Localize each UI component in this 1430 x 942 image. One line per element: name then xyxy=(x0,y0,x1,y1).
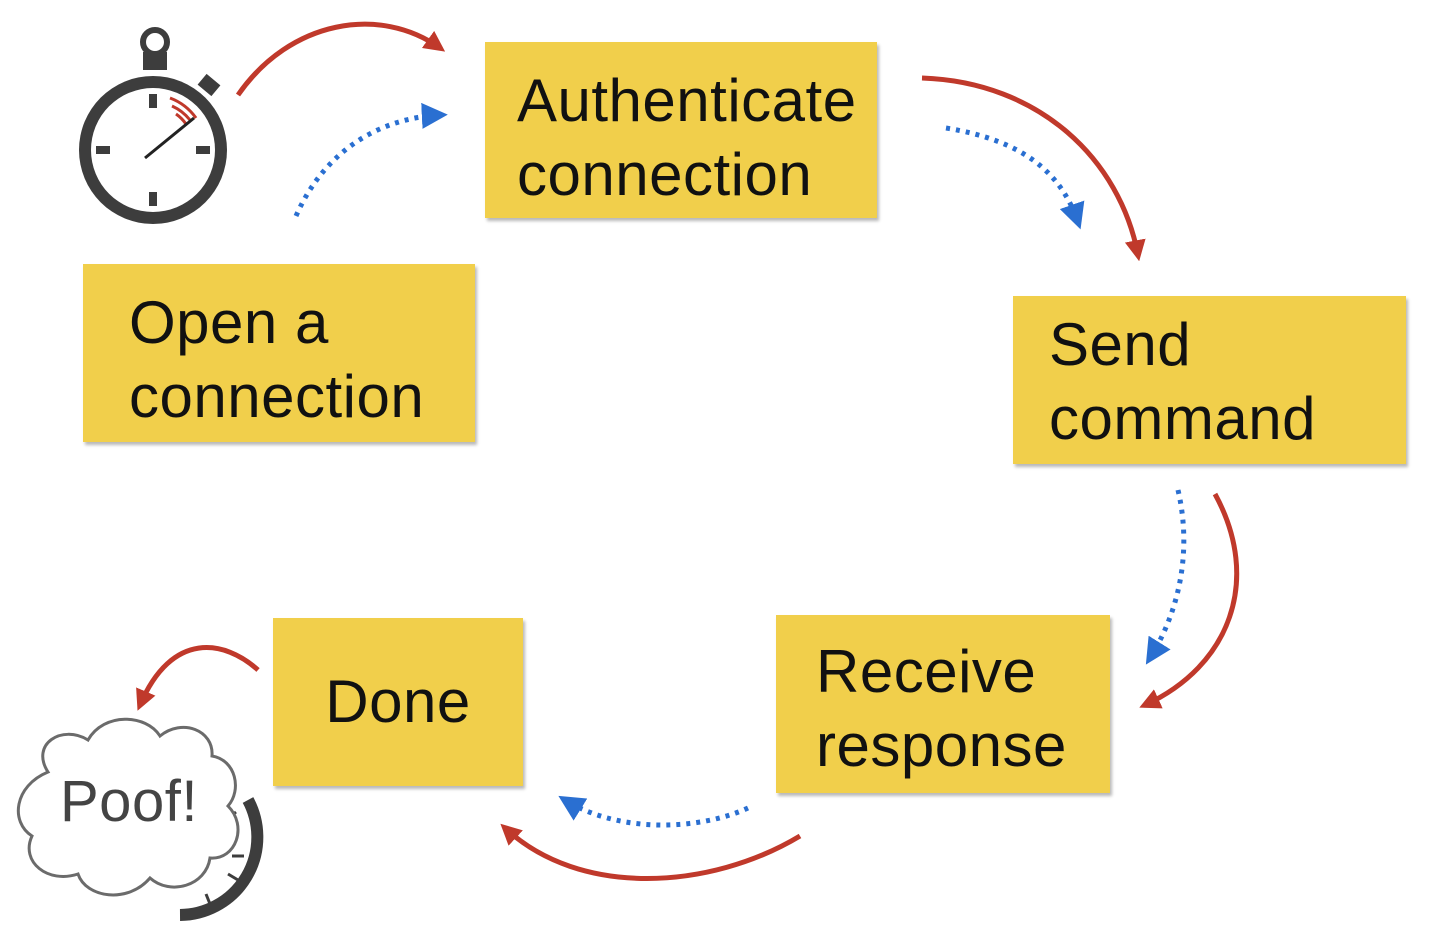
stopwatch-icon xyxy=(79,27,227,224)
step-open-line-2: connection xyxy=(129,363,425,430)
poof-label: Poof! xyxy=(60,769,198,834)
solid-arrow-start-to-authenticate xyxy=(235,21,446,97)
step-authenticate-line-1: Authenticate xyxy=(517,67,857,134)
solid-arrow-send-to-receive xyxy=(1139,492,1240,709)
step-open-line-1: Open a xyxy=(129,289,329,356)
stopwatch-poof-cloud-icon xyxy=(16,717,264,921)
solid-arrow-done-to-poof xyxy=(136,645,260,711)
step-receive-line-2: response xyxy=(816,712,1067,779)
dotted-arrow-send-to-receive xyxy=(1145,489,1187,665)
step-authenticate-line-2: connection xyxy=(517,141,813,208)
dotted-arrow-open-to-authenticate xyxy=(293,102,448,218)
solid-arrow-receive-to-done xyxy=(500,823,802,881)
step-receive-line-1: Receive xyxy=(816,638,1037,705)
step-authenticate-connection: Authenticate connection xyxy=(485,42,877,218)
dotted-arrow-authenticate-to-send xyxy=(945,125,1085,230)
step-done-label: Done xyxy=(325,668,471,735)
step-send-line-1: Send xyxy=(1049,311,1192,378)
dotted-arrow-receive-to-done xyxy=(558,795,750,828)
step-done: Done xyxy=(273,618,523,786)
step-send-line-2: command xyxy=(1049,385,1316,452)
step-send-command: Send command xyxy=(1013,296,1406,464)
step-open-connection: Open a connection xyxy=(83,264,475,442)
solid-arrow-authenticate-to-send xyxy=(921,75,1146,262)
step-receive-response: Receive response xyxy=(776,615,1110,793)
